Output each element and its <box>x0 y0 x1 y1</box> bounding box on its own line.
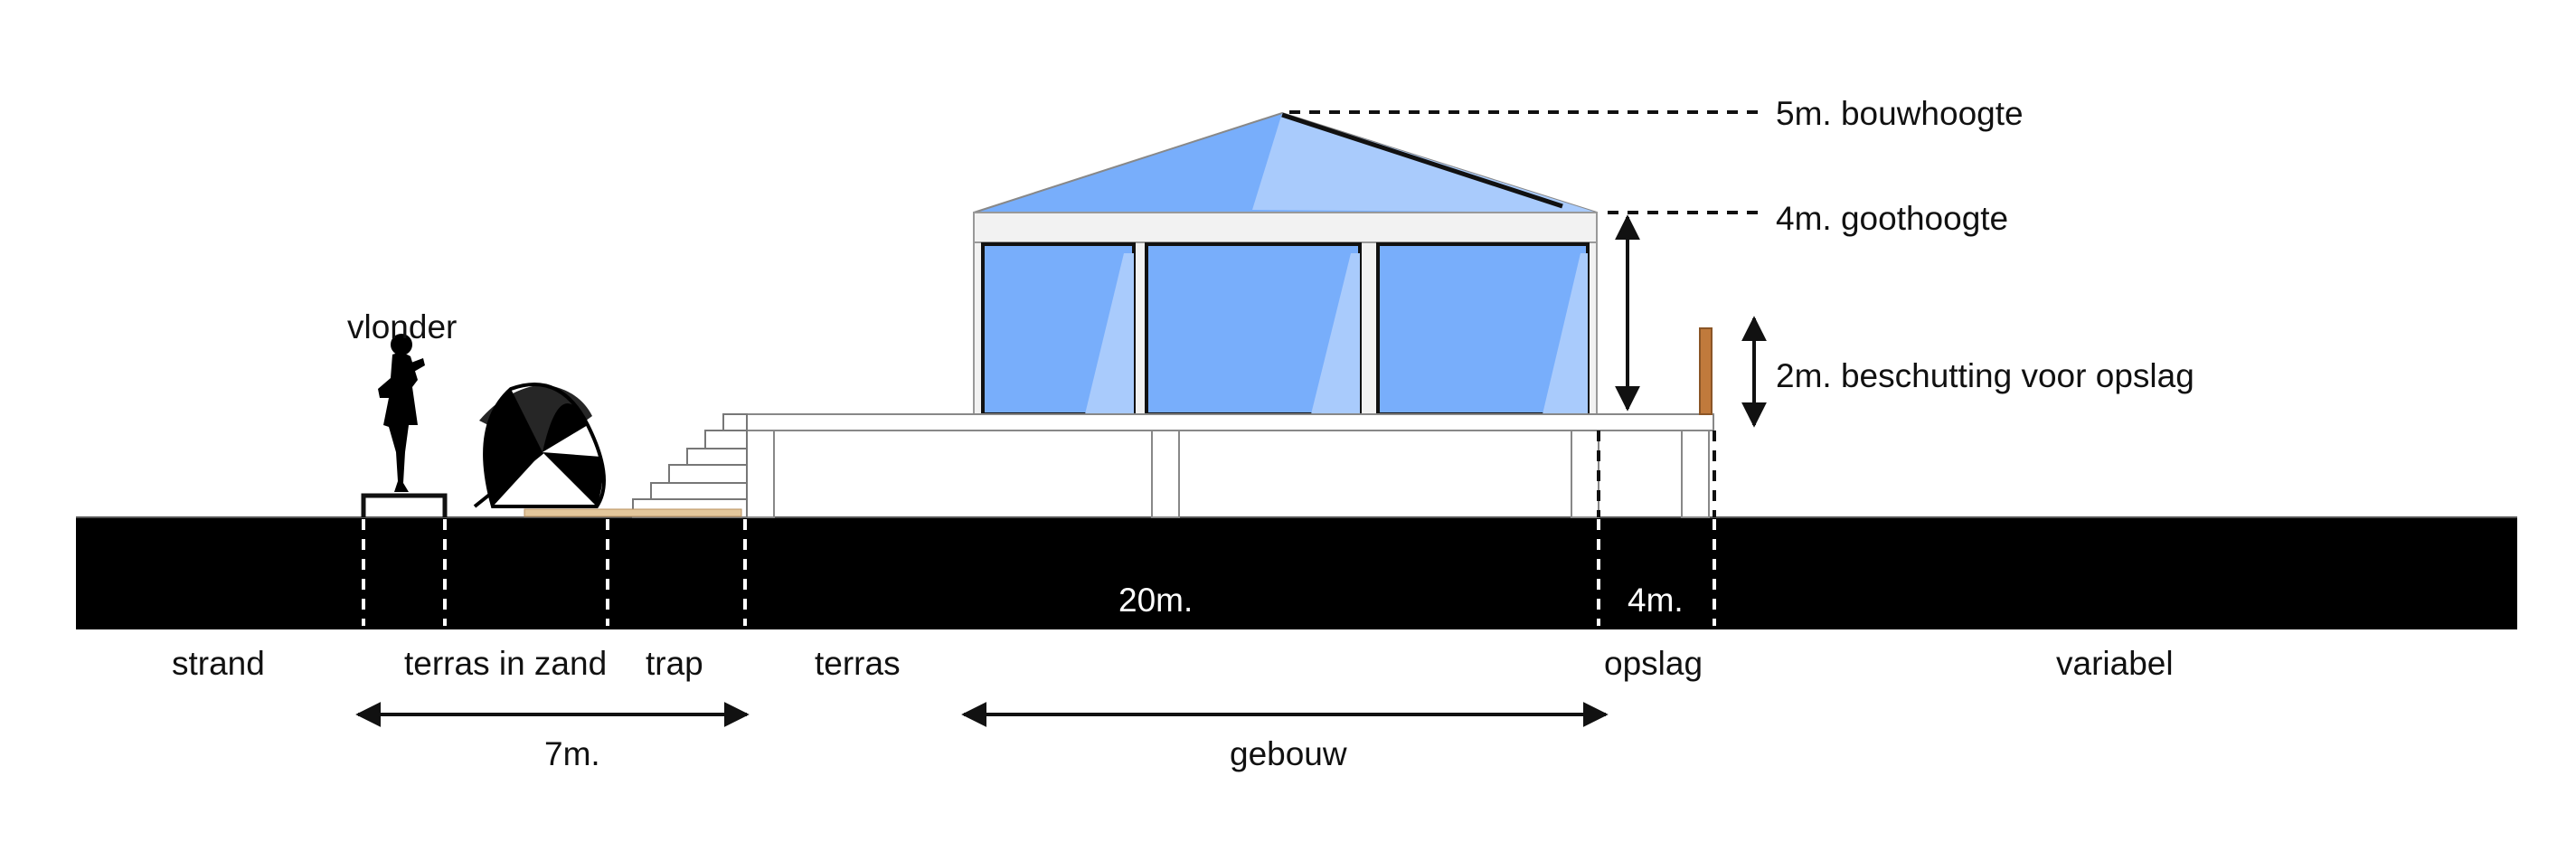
label-vlonder: vlonder <box>347 308 457 345</box>
label-trap: trap <box>646 645 703 682</box>
floor-deck <box>731 413 1714 518</box>
label-goothoogte: 4m. goothoogte <box>1776 200 2008 237</box>
ground-band <box>76 517 2517 629</box>
eave-beam <box>973 212 1598 243</box>
label-strand: strand <box>172 645 265 682</box>
label-gebouw: gebouw <box>1230 735 1347 772</box>
label-beschutting: 2m. beschutting voor opslag <box>1776 357 2194 394</box>
stairs <box>632 413 748 518</box>
label-dim-4m: 4m. <box>1628 582 1684 619</box>
zone-dividers <box>362 519 1716 626</box>
sand-terrace-deck <box>524 508 742 517</box>
label-terras-in-zand: terras in zand <box>404 645 607 682</box>
umbrella-icon <box>473 383 606 508</box>
label-bouwhoogte: 5m. bouwhoogte <box>1776 95 2024 132</box>
person-silhouette <box>378 334 425 492</box>
roof <box>973 111 1598 213</box>
label-dim-20m: 20m. <box>1118 582 1193 619</box>
label-opslag: opslag <box>1604 645 1703 682</box>
glass-panels <box>981 242 1590 416</box>
label-dim-7m: 7m. <box>544 735 600 772</box>
storage-shelter-post <box>1699 327 1713 415</box>
label-terras: terras <box>815 645 901 682</box>
vlonder-platform <box>361 493 448 517</box>
label-variabel: variabel <box>2056 645 2174 682</box>
